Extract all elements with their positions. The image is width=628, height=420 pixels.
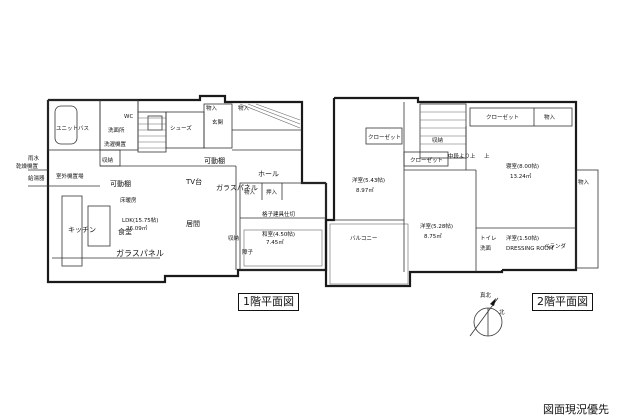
floor1-title: 1階平面図 — [238, 293, 299, 311]
compass-north: 北 — [499, 308, 505, 316]
toilet2-label: トイレ — [480, 236, 497, 242]
stair-up-label: 上 — [484, 152, 490, 160]
tv-board-label: TV台 — [185, 177, 202, 186]
storage-small-label: 物入 — [238, 104, 250, 112]
hall-label: ホール — [258, 170, 279, 178]
recessed-storage-label: 収納 — [228, 234, 240, 242]
master-name-label: 寝室(8.00帖) — [506, 162, 539, 170]
rain-label: 雨水 — [28, 154, 40, 162]
closet-low-label: クローゼット — [410, 156, 443, 164]
movable-shelf-label: 可動棚 — [204, 156, 225, 165]
movable-shelf2-label: 可動棚 — [110, 179, 131, 188]
storage-mid-label: 収納 — [432, 136, 444, 144]
dressing-label: DRESSING ROOM — [506, 246, 554, 252]
storage-jp-label: 押入 — [266, 188, 278, 196]
floor2-stairs — [419, 103, 467, 159]
storage-right-label: 物入 — [578, 178, 590, 186]
compass-label: 真北 — [480, 291, 492, 299]
north-arrow-icon — [490, 298, 496, 306]
glass-panel-label: ガラスパネル — [116, 248, 164, 258]
floor-heating-label: 床暖房 — [120, 196, 137, 204]
closet-mid-label: クローゼット — [368, 133, 401, 141]
water-heater-label: 給湯器 — [28, 174, 45, 182]
shoji-label: 障子 — [242, 248, 254, 256]
washer-area-label: 洗濯機置 — [104, 140, 127, 148]
ldk-area-label: 26.09㎡ — [126, 224, 148, 232]
hall-stair-label: 中段より上 — [448, 152, 476, 160]
outdoor-unit-label: 室外機置場 — [56, 172, 84, 180]
balcony-label: バルコニー — [350, 235, 377, 242]
room1-name-label: 洋室(5.43帖) — [352, 176, 385, 184]
floor2-plan: クローゼット 物入 クローゼット 収納 クローゼット 中段より上 上 洋室(5.… — [324, 96, 599, 288]
wash2-label: 洗面 — [480, 244, 492, 252]
room3-name-label: 洋室(1.50帖) — [506, 234, 539, 242]
floor1-plan: ユニットバス 洗面所 洗濯機置 収納 シューズ 玄関 物入 物入 可動棚 ホール… — [16, 94, 328, 284]
room2-area-label: 8.75㎡ — [424, 232, 442, 240]
storage-jp2-label: 物入 — [244, 188, 256, 196]
wc-label: WC — [124, 114, 133, 120]
room2-name-label: 洋室(5.28帖) — [420, 222, 453, 230]
compass: 真北 北 — [469, 291, 505, 337]
ldk-name-label: LDK(15.75帖) — [122, 216, 158, 224]
entrance-label: 玄関 — [212, 118, 224, 126]
living-label: 居間 — [186, 220, 200, 228]
balcony2-label: ベランダ — [544, 242, 567, 250]
master-area-label: 13.24㎡ — [510, 172, 532, 180]
kitchen-label: キッチン — [68, 226, 96, 234]
lattice-partition-label: 格子建具仕切 — [262, 210, 296, 218]
storage-under-label: 収納 — [102, 156, 114, 164]
dining-label: 食堂 — [118, 227, 132, 236]
unit-bath-label: ユニットバス — [56, 125, 89, 132]
glass-panel2-label: ガラスパネル — [216, 183, 258, 192]
japanese-room-area-label: 7.45㎡ — [266, 238, 284, 246]
storage-top-label: 物入 — [544, 113, 556, 121]
room1-area-label: 8.97㎡ — [356, 186, 374, 194]
dryer-area-label: 乾燥機置 — [16, 162, 39, 170]
storage-small2-label: 物入 — [206, 104, 218, 112]
plan-notice: 図面現況優先 — [543, 403, 609, 416]
floor1-stairs — [137, 111, 167, 153]
japanese-room-name-label: 和室(4.50帖) — [262, 230, 295, 238]
washroom-label: 洗面所 — [108, 126, 125, 134]
shoes-label: シューズ — [170, 124, 192, 132]
closet-top-label: クローゼット — [486, 113, 519, 121]
floor2-title: 2階平面図 — [532, 293, 593, 311]
